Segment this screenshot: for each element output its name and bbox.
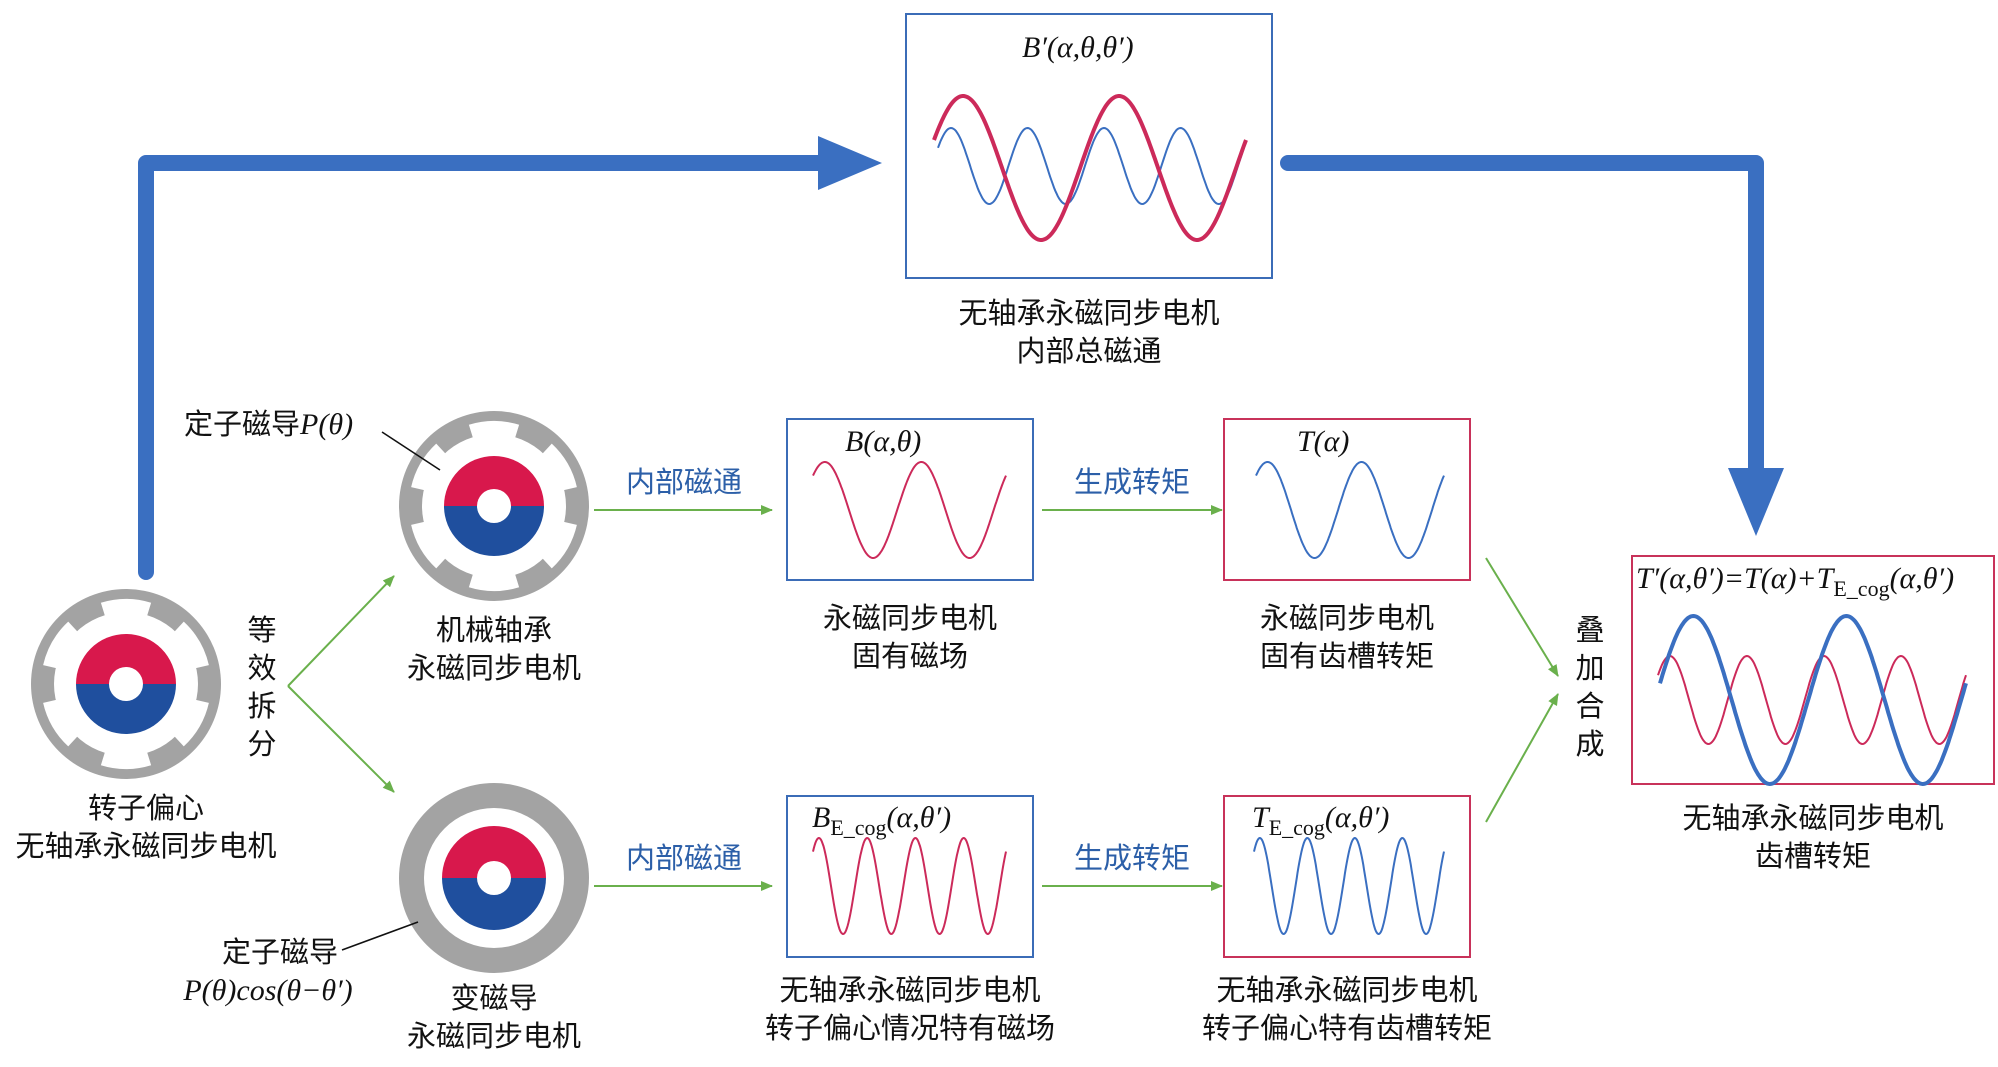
ecc-field-caption-1: 无轴承永磁同步电机 [779,973,1040,1007]
total-flux-caption-1: 无轴承永磁同步电机 [958,296,1219,330]
stator-permeance-leader-bottom [341,921,419,951]
var-permeance-label-1: 变磁导 [450,981,537,1015]
total-flux-wave-red [932,94,1248,242]
superpose-char-3: 合 [1575,689,1604,723]
inherent-cog-caption-1: 永磁同步电机 [1260,601,1434,635]
eccentric-motor-label-2: 无轴承永磁同步电机 [15,829,276,863]
inherent-field-caption-1: 永磁同步电机 [823,601,997,635]
mechanical-bearing-motor-icon [399,411,589,601]
inherent-cog-box [1223,418,1471,581]
inherent-field-caption-2: 固有磁场 [852,639,968,673]
result-caption-1: 无轴承永磁同步电机 [1682,801,1943,835]
gen-torque-label-top: 生成转矩 [1074,465,1190,499]
inherent-field-wave [812,461,1007,559]
top-flow-arrow [138,136,882,580]
ecc-field-caption-2: 转子偏心情况特有磁场 [765,1011,1055,1045]
result-caption-2: 齿槽转矩 [1755,839,1871,873]
var-permeance-label-2: 永磁同步电机 [407,1019,581,1053]
flow-green-arrows [594,505,1559,891]
stator-permeance-bottom-expr: P(θ)cos(θ−θ′) [182,974,352,1007]
inherent-cog-caption-2: 固有齿槽转矩 [1260,639,1434,673]
stator-permeance-leader-top [381,431,441,471]
internal-flux-label-top: 内部磁通 [626,465,742,499]
stator-permeance-top: 定子磁导P(θ) [184,407,353,441]
superpose-char-1: 叠 [1575,613,1604,647]
inherent-cog-formula: T(α) [1297,425,1349,458]
gen-torque-label-bottom: 生成转矩 [1074,841,1190,875]
result-wave-blue [1658,613,1968,787]
split-char-4: 分 [247,727,276,761]
superpose-char-2: 加 [1575,651,1604,685]
split-char-3: 拆 [247,689,276,723]
stator-permeance-bottom-label: 定子磁导 [222,935,338,969]
mech-bearing-label-1: 机械轴承 [436,613,552,647]
total-flux-caption-2: 内部总磁通 [1016,334,1161,368]
right-flow-arrow [1280,155,1784,536]
split-char-2: 效 [247,651,276,685]
inherent-field-formula: B(α,θ) [845,425,921,458]
result-formula: T′(α,θ′)=T(α)+TE_cog(α,θ′) [1636,562,1954,601]
internal-flux-label-bottom: 内部磁通 [626,841,742,875]
total-flux-formula: B′(α,θ,θ′) [1022,31,1134,64]
eccentric-motor-icon [31,589,221,779]
eccentric-field-box [786,795,1034,958]
eccentric-motor-label-1: 转子偏心 [88,791,204,825]
result-cog-box [1631,555,1995,785]
mech-bearing-label-2: 永磁同步电机 [407,651,581,685]
eccentric-field-wave [812,836,1007,936]
superpose-char-4: 成 [1575,727,1604,761]
ecc-cog-caption-1: 无轴承永磁同步电机 [1216,973,1477,1007]
inherent-field-box [786,418,1034,581]
split-char-1: 等 [247,613,276,647]
ecc-cog-caption-2: 转子偏心特有齿槽转矩 [1202,1011,1492,1045]
total-flux-wave-blue [937,126,1245,206]
split-arrows [287,575,395,793]
eccentric-cog-wave [1253,836,1445,936]
variable-permeance-motor-icon [399,783,589,973]
result-wave-red [1657,654,1967,746]
inherent-cog-wave [1255,461,1445,559]
